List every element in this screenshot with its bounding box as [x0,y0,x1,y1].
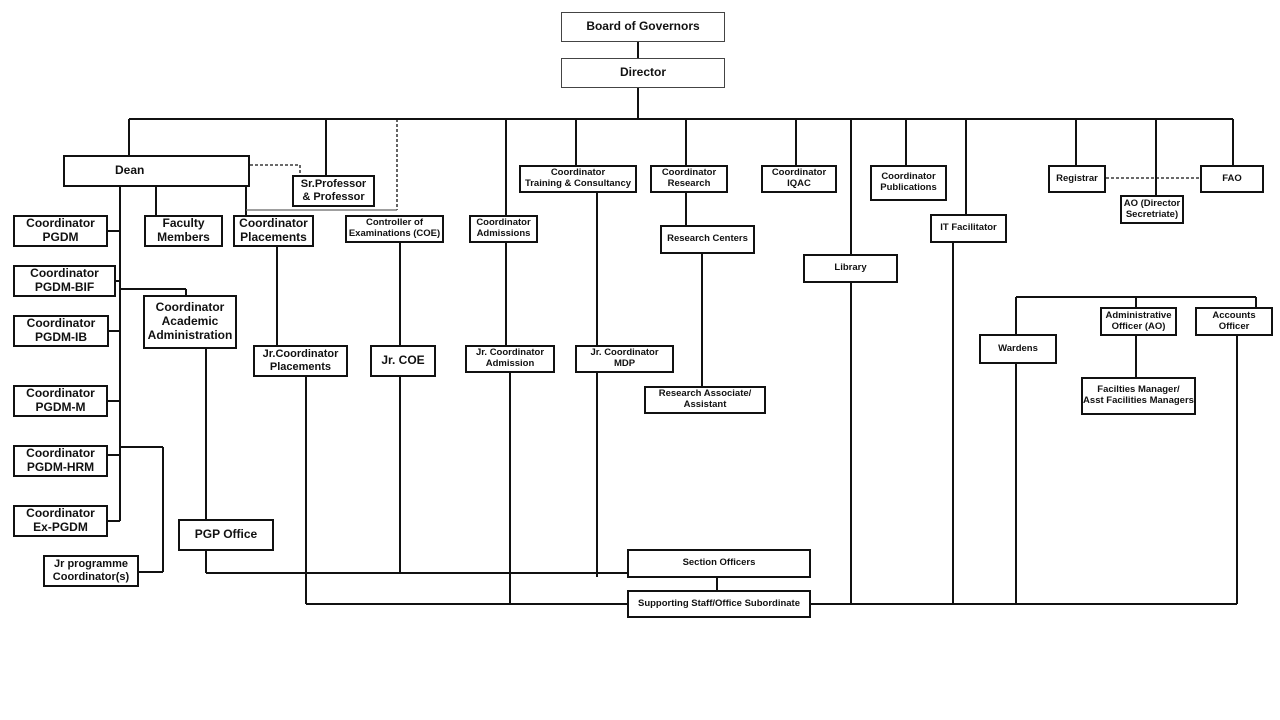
node-coordinator-training: Coordinator Training & Consultancy [519,165,637,193]
node-coordinator-placements: Coordinator Placements [233,215,314,247]
node-coordinator-research: Coordinator Research [650,165,728,193]
node-coordinator-pgdm-hrm: Coordinator PGDM-HRM [13,445,108,477]
node-coordinator-pgdm: Coordinator PGDM [13,215,108,247]
node-sr-professor: Sr.Professor & Professor [292,175,375,207]
node-coordinator-pgdm-bif: Coordinator PGDM-BIF [13,265,116,297]
node-ao-director-secretriate: AO (Director Secretriate) [1120,195,1184,224]
node-coordinator-academic-administration: Coordinator Academic Administration [143,295,237,349]
node-dean: Dean [63,155,250,187]
node-pgp-office: PGP Office [178,519,274,551]
node-board-of-governors: Board of Governors [561,12,725,42]
node-jr-coordinator-placements: Jr.Coordinator Placements [253,345,348,377]
node-research-associate: Research Associate/ Assistant [644,386,766,414]
node-registrar: Registrar [1048,165,1106,193]
node-coordinator-pgdm-ib: Coordinator PGDM-IB [13,315,109,347]
node-wardens: Wardens [979,334,1057,364]
node-jr-coe: Jr. COE [370,345,436,377]
node-faculty-members: Faculty Members [144,215,223,247]
node-coordinator-admissions: Coordinator Admissions [469,215,538,243]
node-it-facilitator: IT Facilitator [930,214,1007,243]
node-accounts-officer: Accounts Officer [1195,307,1273,336]
node-director: Director [561,58,725,88]
node-coordinator-pgdm-m: Coordinator PGDM-M [13,385,108,417]
node-facilities-manager: Facilties Manager/ Asst Facilities Manag… [1081,377,1196,415]
node-research-centers: Research Centers [660,225,755,254]
node-coordinator-publications: Coordinator Publications [870,165,947,201]
node-controller-of-examinations: Controller of Examinations (COE) [345,215,444,243]
node-coordinator-iqac: Coordinator IQAC [761,165,837,193]
node-library: Library [803,254,898,283]
node-fao: FAO [1200,165,1264,193]
node-section-officers: Section Officers [627,549,811,578]
node-jr-coordinator-admission: Jr. Coordinator Admission [465,345,555,373]
node-coordinator-ex-pgdm: Coordinator Ex-PGDM [13,505,108,537]
node-administrative-officer: Administrative Officer (AO) [1100,307,1177,336]
node-supporting-staff: Supporting Staff/Office Subordinate [627,590,811,618]
node-jr-programme-coordinators: Jr programme Coordinator(s) [43,555,139,587]
node-jr-coordinator-mdp: Jr. Coordinator MDP [575,345,674,373]
